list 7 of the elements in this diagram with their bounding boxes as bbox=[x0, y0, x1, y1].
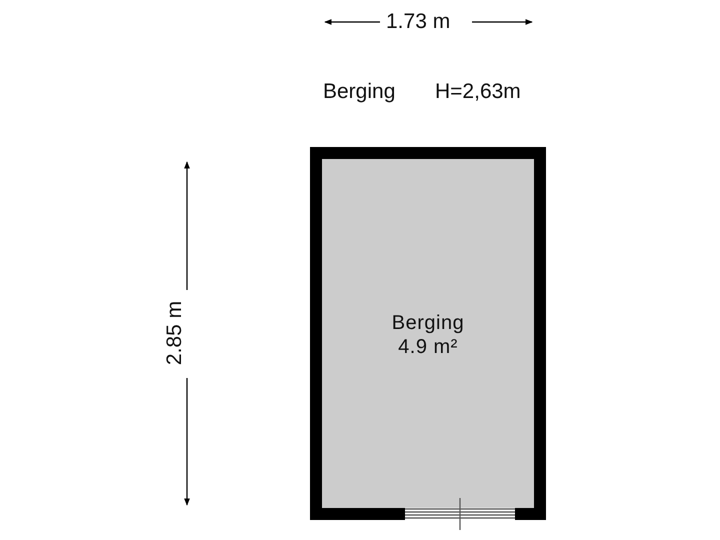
room-floor bbox=[310, 147, 546, 520]
area-label: 4.9 m² bbox=[398, 335, 458, 359]
dimension-label: 1.73 m bbox=[386, 10, 450, 34]
height-label: H=2,63m bbox=[435, 80, 521, 104]
room-name: Berging bbox=[392, 311, 464, 335]
dimension-label: 2.85 m bbox=[163, 300, 188, 366]
room-name: Berging bbox=[323, 80, 396, 104]
